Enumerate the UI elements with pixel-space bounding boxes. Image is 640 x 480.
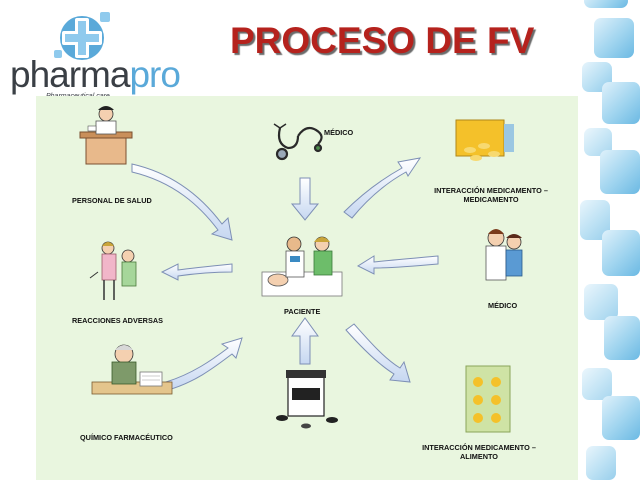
label-interaccion-medicamento-alimento: INTERACCIÓN MEDICAMENTO – ALIMENTO	[422, 443, 536, 461]
label-medico-top: MÉDICO	[324, 128, 354, 137]
label-personal-de-salud: PERSONAL DE SALUD	[72, 196, 152, 205]
reacciones-adversas-illustration	[89, 241, 137, 300]
arrow-quimico-to-paciente	[165, 337, 243, 391]
cross-logo-icon	[54, 12, 110, 60]
pills-blister-illustration	[465, 365, 511, 433]
medicine-bottle-illustration	[276, 370, 338, 429]
label-medico-right: MÉDICO	[488, 301, 518, 310]
paciente-illustration	[261, 236, 343, 297]
diagram-panel: MÉDICO PERSONAL DE SALUD INTERACCIÓN MED…	[36, 96, 578, 480]
arrow-medicamento-to-paciente	[291, 317, 319, 365]
logo-wordmark: pharmapro	[10, 54, 181, 95]
diagram-art	[79, 106, 523, 433]
slide-title: PROCESO DE FV	[230, 20, 535, 61]
personal-de-salud-illustration	[79, 106, 133, 165]
medico-right-illustration	[485, 229, 523, 281]
stethoscope-illustration	[273, 123, 323, 161]
arrow-personal-to-paciente	[131, 163, 233, 241]
arrow-paciente-to-alimento	[345, 323, 411, 383]
pills-bottle-illustration	[455, 119, 514, 161]
arrow-medico-right-to-paciente	[356, 255, 439, 275]
arrow-paciente-to-interaccion	[343, 157, 422, 219]
quimico-farmaceutico-illustration	[91, 344, 173, 395]
label-reacciones-adversas: REACCIONES ADVERSAS	[72, 316, 163, 325]
label-interaccion-medicamento-medicamento: INTERACCIÓN MEDICAMENTO – MEDICAMENTO	[434, 186, 548, 204]
arrow-paciente-to-reacciones	[160, 263, 233, 281]
arrow-medico-to-paciente	[290, 177, 320, 221]
label-quimico-farmaceutico: QUÍMICO FARMACÉUTICO	[80, 433, 173, 442]
pharmapro-logo: pharmapro Pharmaceutical care	[8, 10, 181, 102]
decorative-tiles	[580, 0, 640, 480]
label-paciente: PACIENTE	[284, 307, 321, 316]
